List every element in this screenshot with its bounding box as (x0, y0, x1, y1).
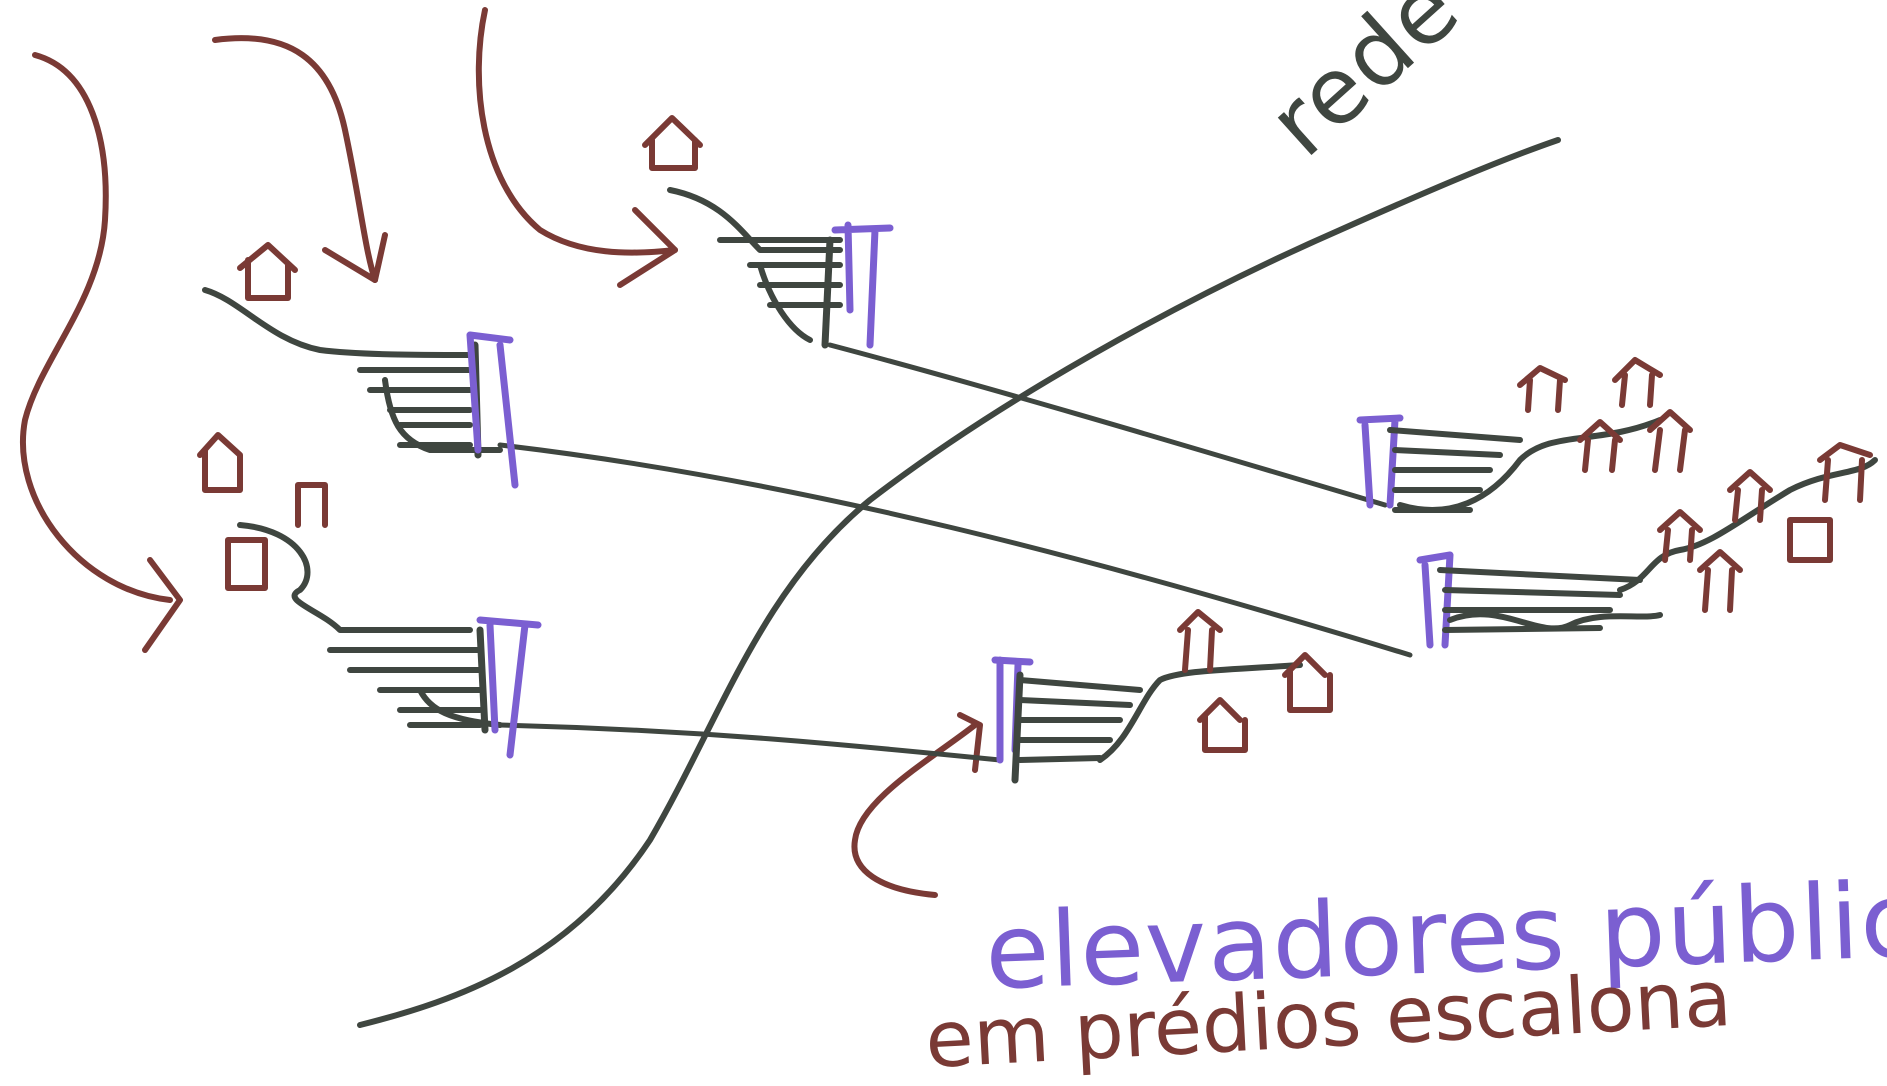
houses-top (642, 115, 703, 171)
houses-lower-left (197, 432, 328, 591)
houses-upper-left (237, 242, 298, 301)
station-upper-left (202, 287, 519, 489)
cable-a (827, 342, 1388, 508)
station-bottom-middle (991, 656, 1303, 784)
cable-c (497, 722, 1003, 763)
cable-b (497, 442, 1413, 658)
arrow-right-head (617, 207, 678, 288)
arrow-middle (212, 35, 378, 283)
houses-right-lower (1657, 442, 1873, 613)
station-right-lower (1416, 457, 1878, 649)
arrow-bottom (851, 722, 978, 898)
houses-right-upper (1517, 357, 1693, 473)
network-line (357, 137, 1561, 1028)
arrow-right (475, 7, 678, 256)
arrow-left-head (142, 557, 183, 653)
arrow-bottom-head (957, 712, 983, 773)
station-lower-left (237, 522, 542, 759)
houses-bottom-middle (1177, 609, 1333, 753)
station-right-upper (1356, 414, 1663, 513)
station-top (667, 187, 894, 349)
arrow-left (20, 52, 173, 603)
arrow-middle-head (322, 232, 388, 283)
sketch-canvas (20, 7, 1878, 1028)
